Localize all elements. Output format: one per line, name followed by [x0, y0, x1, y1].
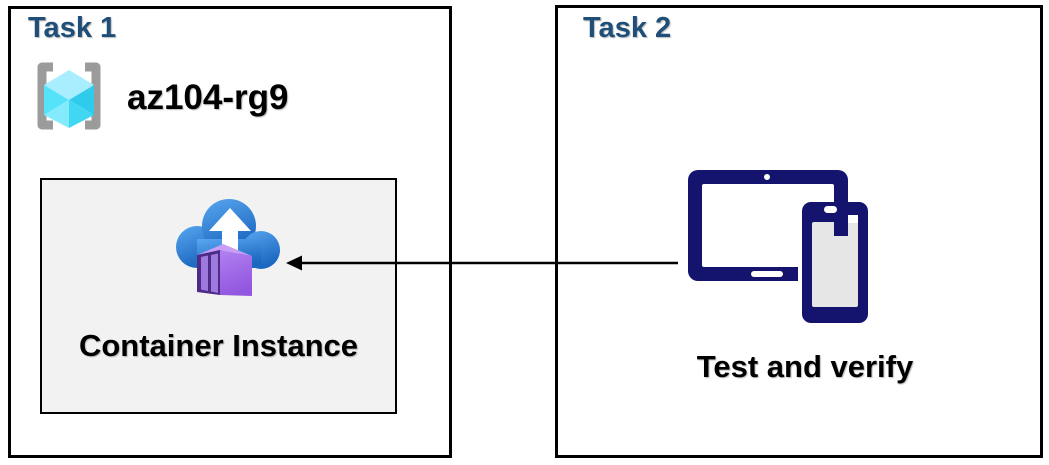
test-verify-label: Test and verify: [696, 349, 914, 384]
phone-screen: [812, 222, 858, 307]
cube-right-face: [69, 85, 94, 115]
cube-left-face: [44, 85, 69, 115]
right-bracket: [85, 62, 101, 130]
devices-icon: [686, 168, 881, 330]
resource-group-name: az104-rg9: [127, 78, 289, 117]
left-bracket: [37, 62, 53, 130]
task2-title: Task 2: [583, 12, 672, 44]
phone-speaker: [824, 206, 837, 213]
phone-screen-notch: [848, 215, 858, 223]
container-instance-label: Container Instance: [78, 328, 359, 363]
tablet-camera-dot: [764, 174, 770, 180]
resource-group-icon: [37, 62, 101, 130]
cube-bottom-right-face: [69, 100, 94, 128]
container-cube: [197, 244, 252, 296]
tablet-frame-overlap-bar: [834, 198, 848, 236]
tablet-home-button: [751, 271, 783, 277]
cube-bottom-left-face: [44, 100, 69, 128]
container-instance-icon: [176, 199, 280, 296]
task1-title: Task 1: [28, 12, 117, 44]
